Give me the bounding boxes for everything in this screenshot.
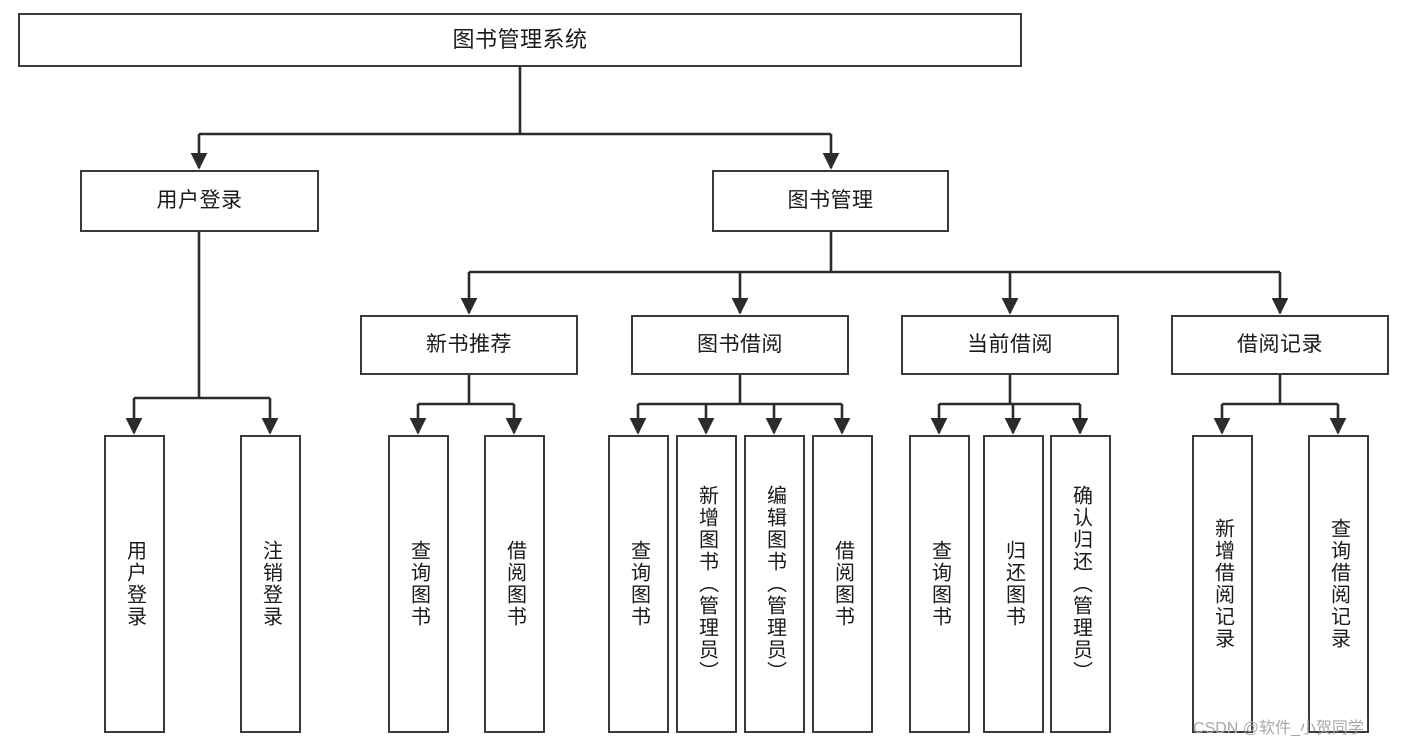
node-book-borrow-label: 图书借阅 xyxy=(697,332,783,356)
node-leaf-query-book-3[interactable]: 查询图书 xyxy=(909,435,970,733)
node-leaf-user-login-label: 用户登录 xyxy=(123,540,146,628)
node-new-book-rec[interactable]: 新书推荐 xyxy=(360,315,578,375)
node-borrow-record[interactable]: 借阅记录 xyxy=(1171,315,1389,375)
node-leaf-borrow-book-2[interactable]: 借阅图书 xyxy=(812,435,873,733)
node-leaf-add-book[interactable]: 新增图书（管理员） xyxy=(676,435,737,733)
node-leaf-query-book-3-label: 查询图书 xyxy=(928,540,951,628)
node-leaf-logout[interactable]: 注销登录 xyxy=(240,435,301,733)
node-leaf-confirm-return-label: 确认归还（管理员） xyxy=(1069,485,1092,683)
node-current-borrow-label: 当前借阅 xyxy=(967,332,1053,356)
node-leaf-return-book-label: 归还图书 xyxy=(1002,540,1025,628)
node-leaf-query-book-2-label: 查询图书 xyxy=(627,540,650,628)
node-leaf-logout-label: 注销登录 xyxy=(259,540,282,628)
node-new-book-rec-label: 新书推荐 xyxy=(426,332,512,356)
node-book-borrow[interactable]: 图书借阅 xyxy=(631,315,849,375)
node-leaf-borrow-book-2-label: 借阅图书 xyxy=(831,540,854,628)
node-leaf-edit-book-label: 编辑图书（管理员） xyxy=(763,485,786,683)
node-book-manage-label: 图书管理 xyxy=(787,188,874,212)
node-leaf-add-record[interactable]: 新增借阅记录 xyxy=(1192,435,1253,733)
node-leaf-return-book[interactable]: 归还图书 xyxy=(983,435,1044,733)
node-leaf-user-login[interactable]: 用户登录 xyxy=(104,435,165,733)
node-root[interactable]: 图书管理系统 xyxy=(18,13,1022,67)
node-current-borrow[interactable]: 当前借阅 xyxy=(901,315,1119,375)
node-leaf-query-book-1-label: 查询图书 xyxy=(407,540,430,628)
node-leaf-borrow-book-1[interactable]: 借阅图书 xyxy=(484,435,545,733)
node-user-login-label: 用户登录 xyxy=(156,188,243,212)
node-borrow-record-label: 借阅记录 xyxy=(1237,332,1323,356)
node-leaf-query-book-2[interactable]: 查询图书 xyxy=(608,435,669,733)
node-leaf-add-record-label: 新增借阅记录 xyxy=(1211,518,1234,650)
node-leaf-query-record[interactable]: 查询借阅记录 xyxy=(1308,435,1369,733)
node-root-label: 图书管理系统 xyxy=(452,27,588,53)
node-user-login[interactable]: 用户登录 xyxy=(80,170,319,232)
node-leaf-edit-book[interactable]: 编辑图书（管理员） xyxy=(744,435,805,733)
node-leaf-add-book-label: 新增图书（管理员） xyxy=(695,485,718,683)
node-leaf-confirm-return[interactable]: 确认归还（管理员） xyxy=(1050,435,1111,733)
csdn-watermark: CSDN @软件_小贺同学 xyxy=(1193,720,1364,737)
node-book-manage[interactable]: 图书管理 xyxy=(712,170,949,232)
node-leaf-query-record-label: 查询借阅记录 xyxy=(1327,518,1350,650)
node-leaf-borrow-book-1-label: 借阅图书 xyxy=(503,540,526,628)
node-leaf-query-book-1[interactable]: 查询图书 xyxy=(388,435,449,733)
